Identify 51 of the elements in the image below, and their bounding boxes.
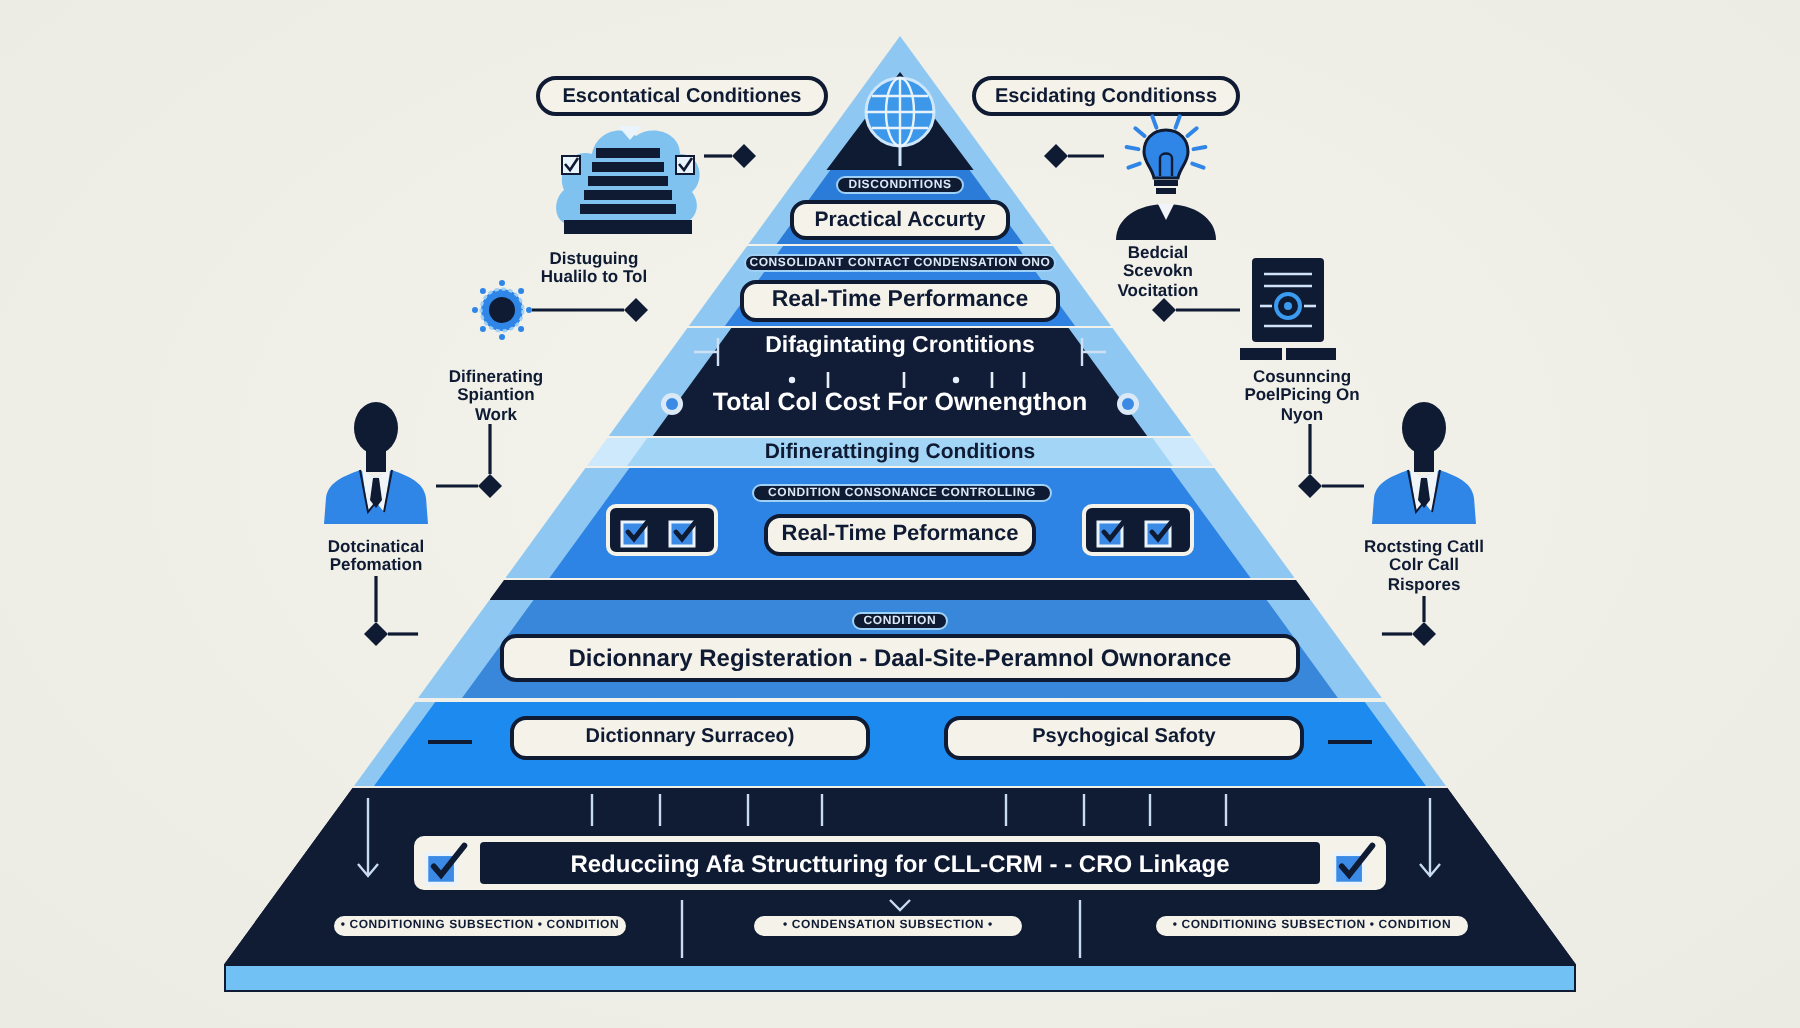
connector-line	[1068, 154, 1104, 158]
tier-label: Psychogical Safoty	[944, 716, 1304, 760]
pyramid-tier	[224, 788, 1576, 964]
diamond-marker	[478, 474, 502, 498]
pyramid-tier	[688, 246, 1112, 326]
sun-icon	[472, 280, 532, 340]
tier-label: Practical Accurty	[789, 200, 1010, 240]
pyramid-tier	[354, 702, 1446, 786]
tier-label: Real-Time Performance	[739, 280, 1060, 322]
side-caption: Roctsting Catll Colr Call Rispores	[1360, 536, 1488, 596]
tier-label: Real-Time Peformance	[763, 514, 1036, 556]
pyramid-tier	[418, 600, 1382, 698]
stairs-illustration	[552, 120, 704, 236]
connector-line	[374, 576, 378, 622]
condition-tag: Escontatical Conditiones	[536, 76, 828, 116]
connector-line	[704, 154, 732, 158]
connector-line	[1176, 308, 1240, 312]
tier-text: Total Col Cost For Ownengthon	[712, 388, 1088, 418]
pyramid-tier	[505, 468, 1295, 578]
diamond-marker	[364, 622, 388, 646]
diamond-marker	[1044, 144, 1068, 168]
diamond-marker	[1298, 474, 1322, 498]
connector-line	[1322, 484, 1364, 488]
tier-label: Dictionnary Surraceo)	[510, 716, 870, 760]
diamond-marker	[624, 298, 648, 322]
pyramid-tier	[748, 170, 1052, 244]
connector-line	[532, 308, 624, 312]
picture-caption: Bedcial Scevokn Vocitation	[1115, 244, 1201, 300]
connector-line	[1308, 424, 1312, 474]
pyramid-tier	[586, 438, 1213, 466]
connector-line	[1381, 632, 1412, 636]
tier-heading: Difagintating Crontitions	[765, 334, 1035, 362]
side-caption: Dotcinatical Pefomation	[314, 536, 438, 576]
diamond-marker	[732, 144, 756, 168]
tier-label: Dicionnary Registeration - Daal-Site-Peramnol Ownorance	[499, 634, 1300, 682]
connector-line	[488, 424, 492, 474]
picture-caption: Distuguing Hualilo to Tol	[538, 245, 650, 290]
pyramid-apex	[802, 36, 998, 170]
condition-tag: Escidating Conditionss	[972, 76, 1240, 116]
banner-text: Reducciing Afa Structturing for CLL-CRM - - CRO Linkage	[479, 842, 1320, 884]
tier-banner	[409, 832, 1390, 894]
side-caption: Cosunncing PoelPicing On Nyon	[1244, 368, 1360, 424]
connector-line	[1422, 596, 1426, 622]
monitor-illustration	[1240, 256, 1336, 364]
diamond-marker	[1152, 298, 1176, 322]
tier-heading: Difinerattinging Conditions	[764, 439, 1036, 465]
diamond-marker	[1412, 622, 1436, 646]
pyramid-tier	[608, 328, 1192, 436]
connector-line	[436, 484, 478, 488]
side-caption: Difinerating Spiantion Work	[440, 368, 552, 424]
connector-line	[388, 632, 419, 636]
